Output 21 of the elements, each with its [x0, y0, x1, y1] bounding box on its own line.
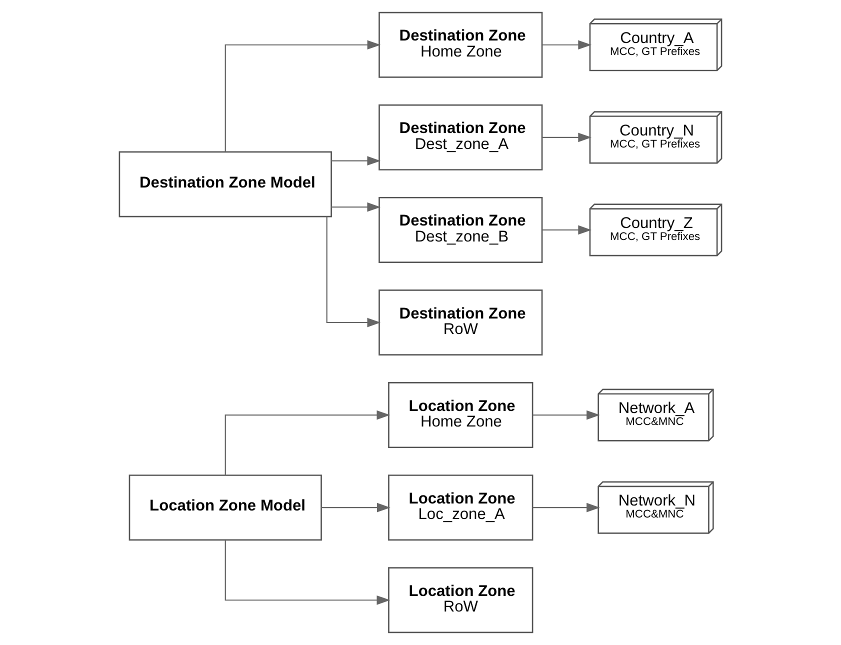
arrow — [321, 502, 390, 512]
arrow — [542, 225, 592, 235]
arrow — [331, 156, 381, 166]
node-box: Location Zone Model — [128, 474, 322, 541]
arrow — [542, 132, 592, 142]
node-box: Destination Zone RoW — [378, 290, 543, 356]
arrow — [224, 410, 390, 476]
arrow — [224, 40, 381, 152]
arrow — [326, 216, 381, 328]
node-box: Destination Zone Model — [118, 151, 332, 218]
node-box: Location Zone Home Zone — [388, 382, 534, 448]
arrow — [532, 410, 600, 420]
arrow — [542, 40, 592, 50]
node-box: Destination Zone Dest_zone_A — [378, 104, 543, 170]
arrow — [331, 202, 381, 212]
arrow — [532, 502, 600, 512]
node-box: Destination Zone Home Zone — [378, 12, 543, 78]
node-box: Location Zone Loc_zone_A — [388, 474, 534, 541]
arrow — [224, 540, 390, 605]
node-box: Location Zone RoW — [388, 567, 534, 634]
node-box: Destination Zone Dest_zone_B — [378, 196, 543, 263]
